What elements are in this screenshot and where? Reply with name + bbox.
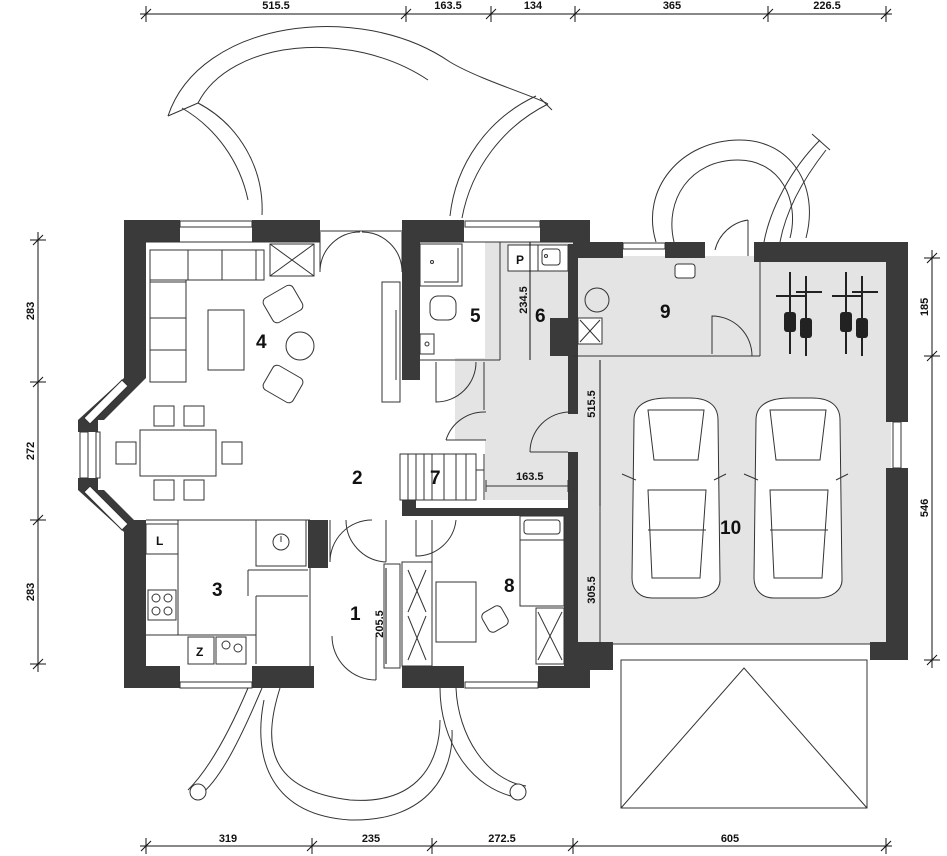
room-number-8: 8 [504,576,515,597]
room-number-2: 2 [352,468,363,489]
driveway-canopy [590,643,880,809]
room-number-3: 3 [212,580,223,601]
dim-left-1: 283 [25,302,37,320]
fixture-labels: P L Z [156,253,524,659]
fixture-label-z: Z [196,645,203,659]
dim-bottom-4: 605 [721,833,739,845]
dim-garage-left-lower: 305.5 [586,576,598,604]
room-number-10: 10 [720,518,741,539]
room-number-9: 9 [660,302,671,323]
fixture-label-l: L [156,534,163,548]
dim-hall-width: 163.5 [516,471,544,483]
garage-cars [621,397,849,599]
bicycles [776,272,878,356]
dim-left-3: 283 [25,583,37,601]
room-number-4: 4 [256,332,267,353]
dim-left-2: 272 [25,442,37,460]
car-left [621,397,727,599]
interior-lines [79,219,902,689]
terrace-arcs [167,26,831,821]
dim-right-1: 185 [919,298,931,316]
room-number-7: 7 [430,468,441,489]
dimension-top: 515.5 163.5 134 365 226.5 [140,0,892,22]
dim-garage-left-upper: 515.5 [586,390,598,418]
dim-top-5: 226.5 [813,0,841,12]
interior-dimensions: 234.5 163.5 515.5 305.5 205.5 [374,242,601,664]
room-labels: 1 2 3 4 5 6 7 8 9 10 [212,302,741,625]
dim-top-2: 163.5 [434,0,462,12]
room-number-5: 5 [470,306,481,327]
dim-entrance-width: 205.5 [374,610,386,638]
walls [78,220,908,688]
dim-bottom-2: 235 [362,833,380,845]
dim-bottom-1: 319 [219,833,237,845]
dim-top-1: 515.5 [262,0,290,12]
dim-room6-depth: 234.5 [518,286,530,314]
room-number-6: 6 [535,306,546,327]
dimension-left: 283 272 283 [25,232,46,672]
dim-top-3: 134 [524,0,543,12]
room-number-1: 1 [350,604,361,625]
dim-right-2: 546 [919,499,931,517]
dimension-right: 185 546 [919,250,940,668]
dim-bottom-3: 272.5 [488,833,516,845]
dimension-bottom: 319 235 272.5 605 [140,833,892,854]
car-right [743,397,849,599]
fixture-label-p: P [516,253,524,267]
dim-top-4: 365 [663,0,681,12]
